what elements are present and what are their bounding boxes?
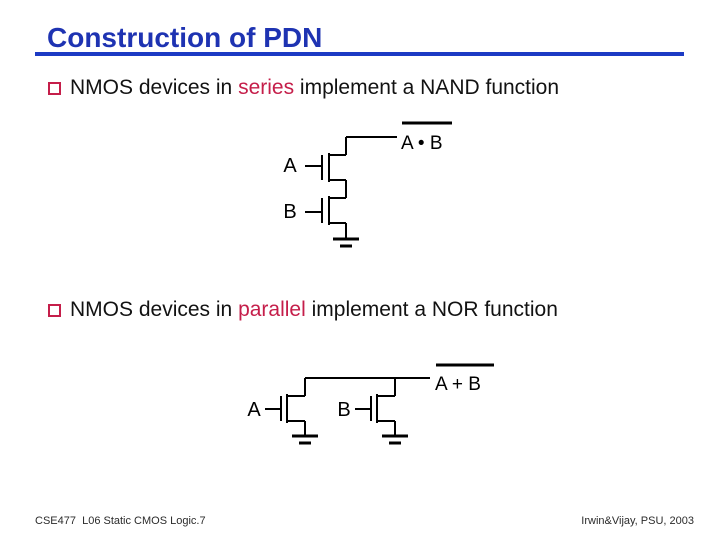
bullet-item-nand: NMOS devices in series implement a NAND … [48,76,559,100]
page-title: Construction of PDN [47,22,323,53]
bullet-nand-highlight: series [238,76,295,99]
bullet-nor-prefix: NMOS devices in [70,298,239,321]
bullet-text-nor: NMOS devices in parallel implement a NOR… [70,298,558,322]
nor-input-a-label: A [247,399,261,421]
footer-credit-label: Irwin&Vijay, PSU, 2003 [581,515,694,527]
bullet-text-nand: NMOS devices in series implement a NAND … [70,76,559,100]
footer-course-label: CSE477 L06 Static CMOS Logic.7 [35,515,206,527]
nand-input-a-label: A [283,155,297,177]
nor-output-label: A + B [435,374,481,395]
nand-series-circuit-diagram: A • B A B [283,121,452,248]
nand-input-b-label: B [283,201,296,223]
title-underline-bar [35,52,684,56]
bullet-nand-suffix: implement a NAND function [294,76,560,99]
square-bullet-icon [48,304,61,317]
bullet-item-nor: NMOS devices in parallel implement a NOR… [48,298,558,322]
nor-input-b-label: B [337,399,350,421]
bullet-nor-suffix: implement a NOR function [305,298,558,321]
nor-parallel-circuit-diagram: A + B A B [247,363,494,445]
bullet-nor-highlight: parallel [238,298,306,321]
square-bullet-icon [48,82,61,95]
nand-output-label: A • B [401,133,443,154]
bullet-nand-prefix: NMOS devices in [70,76,239,99]
